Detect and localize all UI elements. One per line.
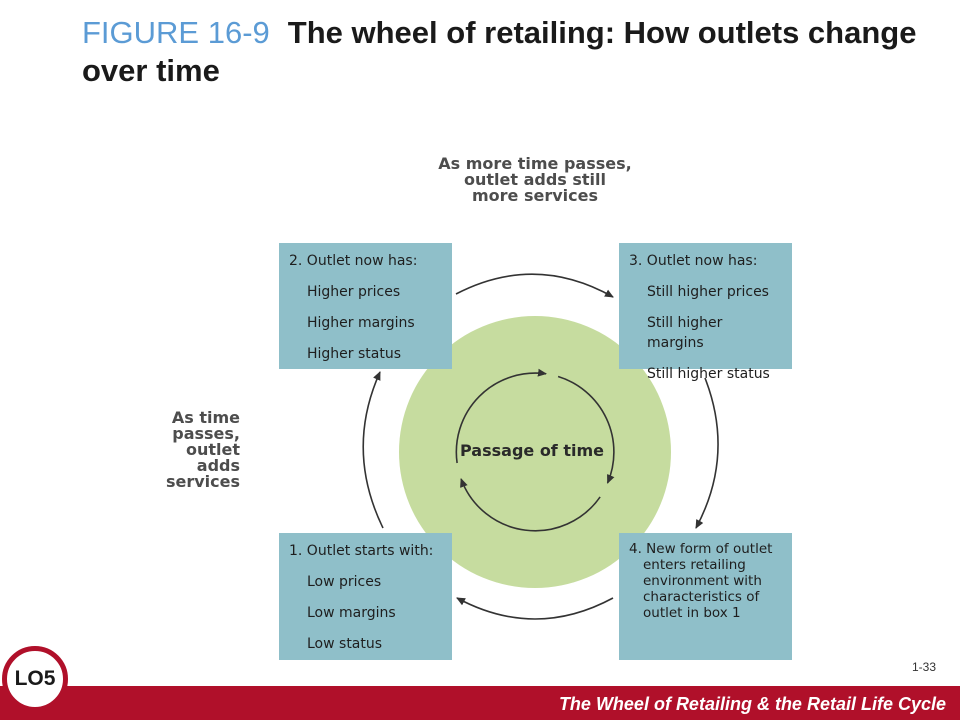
slide-number: 1-33: [911, 660, 936, 674]
box-item: Still higher margins: [647, 315, 723, 351]
left-note: As time passes, outlet adds services: [150, 410, 240, 490]
box-heading: 1. Outlet starts with:: [289, 543, 434, 559]
figure-label: FIGURE 16-9: [82, 15, 270, 50]
footer-title: The Wheel of Retailing & the Retail Life…: [558, 694, 946, 714]
box-line: 4. New form of outlet: [629, 541, 773, 557]
box-line: environment with: [643, 573, 762, 589]
box-item: Still higher prices: [647, 284, 769, 300]
top-note: As more time passes, outlet adds still m…: [420, 156, 650, 204]
box-item: Higher margins: [307, 315, 415, 331]
box-item: Low prices: [307, 574, 382, 590]
passage-of-time-label: Passage of time: [460, 441, 604, 460]
box-item: Higher prices: [307, 284, 401, 300]
box-line: outlet in box 1: [643, 605, 741, 621]
box-line: characteristics of: [643, 589, 760, 605]
time-circle: [399, 316, 671, 588]
left-note-line: outlet: [185, 440, 240, 459]
arrow-box4-to-box1: [456, 597, 614, 620]
box-heading: 3. Outlet now has:: [629, 253, 758, 269]
box-4-new-form-of-outlet: 4. New form of outlet enters retailing e…: [619, 533, 792, 660]
left-note-line: As time: [171, 408, 240, 427]
box-line: enters retailing: [643, 557, 746, 573]
learning-objective-badge: LO5: [2, 646, 68, 712]
inner-arrow: [460, 478, 601, 532]
box-item: Low margins: [307, 605, 396, 621]
top-note-line: more services: [471, 186, 598, 205]
arrow-box2-to-box3: [455, 273, 614, 298]
arrow-box1-to-box2: [362, 371, 384, 529]
inner-arrow: [557, 375, 615, 484]
box-heading: 2. Outlet now has:: [289, 253, 418, 269]
left-note-line: adds: [196, 456, 240, 475]
footer-bar: The Wheel of Retailing & the Retail Life…: [0, 686, 960, 720]
top-note-line: As more time passes,: [438, 154, 632, 173]
left-note-line: passes,: [172, 424, 240, 443]
box-1-outlet-starts-with: 1. Outlet starts with: Low prices Low ma…: [279, 533, 452, 660]
figure-title-text: The wheel of retailing: How outlets chan…: [82, 15, 917, 88]
inner-arrow: [455, 368, 547, 464]
left-note-line: services: [165, 472, 240, 491]
arrow-box3-to-box4: [695, 377, 719, 529]
box-item: Low status: [307, 636, 383, 652]
box-item: Higher status: [307, 346, 402, 362]
top-note-line: outlet adds still: [463, 170, 606, 189]
box-2-outlet-now-has: 2. Outlet now has: Higher prices Higher …: [279, 243, 452, 369]
box-item: Still higher status: [647, 366, 770, 382]
box-3-outlet-now-has: 3. Outlet now has: Still higher prices S…: [619, 243, 792, 382]
